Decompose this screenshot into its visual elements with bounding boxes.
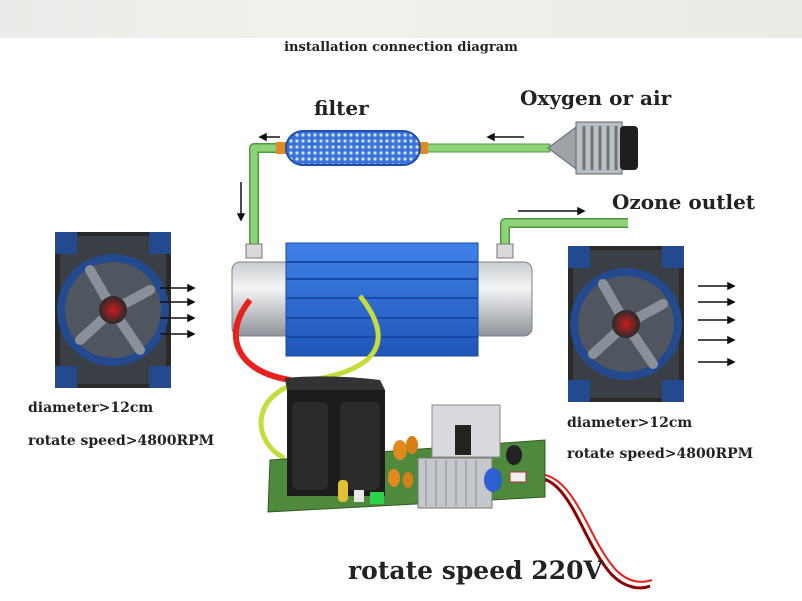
left-fan-speed: rotate speed>4800RPM bbox=[28, 433, 215, 449]
left-fan-diameter: diameter>12cm bbox=[28, 400, 154, 416]
left-airflow-arrows bbox=[160, 283, 196, 339]
left-fan bbox=[55, 232, 171, 388]
right-fan-speed: rotate speed>4800RPM bbox=[567, 446, 754, 462]
oxygen-or-air-label: Oxygen or air bbox=[520, 86, 672, 110]
red-hv-wire bbox=[232, 298, 291, 383]
top-bar bbox=[0, 0, 802, 38]
diagram-title: installation connection diagram bbox=[284, 40, 518, 55]
right-fan bbox=[568, 246, 684, 402]
oxygen-source bbox=[547, 121, 638, 175]
power-cord bbox=[527, 475, 651, 590]
right-fan-diameter: diameter>12cm bbox=[567, 415, 693, 431]
right-airflow-arrows bbox=[698, 281, 736, 367]
power-label: rotate speed 220V bbox=[348, 556, 603, 585]
power-board bbox=[267, 376, 546, 513]
gas-flow-arrows bbox=[236, 132, 586, 222]
filter bbox=[276, 130, 428, 166]
ozone-outlet-label: Ozone outlet bbox=[612, 190, 756, 214]
filter-label: filter bbox=[314, 96, 369, 120]
inlet-tube bbox=[421, 143, 551, 153]
ozone-tube bbox=[231, 242, 533, 357]
